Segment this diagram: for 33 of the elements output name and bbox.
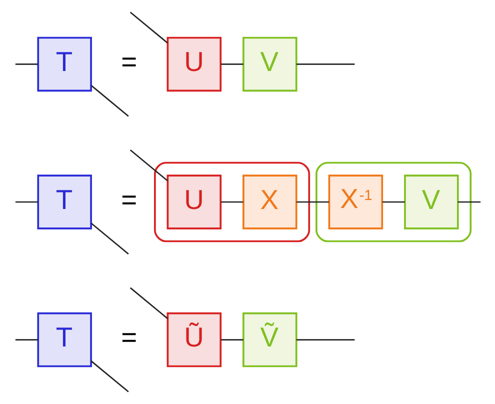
- connector: [90, 84, 128, 117]
- node-box: T: [36, 174, 92, 230]
- connector: [382, 201, 404, 203]
- node-box: Ũ: [166, 312, 222, 368]
- node-box: V: [404, 174, 458, 230]
- connector: [296, 201, 328, 203]
- cluster: [315, 162, 472, 242]
- connector: [296, 339, 354, 340]
- connector: [14, 201, 38, 203]
- cluster: [154, 162, 310, 242]
- connector: [296, 64, 354, 65]
- connector: [220, 64, 243, 65]
- label: =: [120, 184, 137, 215]
- node-box: X$^{-1}$: [328, 174, 383, 230]
- connector: [90, 360, 128, 392]
- node-box: U: [166, 36, 222, 92]
- label: =: [120, 46, 137, 78]
- connector: [457, 201, 480, 203]
- node-box: T: [36, 312, 92, 368]
- node-box: X: [242, 174, 297, 230]
- connector: [220, 339, 243, 340]
- connector: [129, 287, 168, 320]
- label: =: [120, 322, 137, 353]
- connector: [14, 339, 38, 340]
- connector: [129, 150, 168, 182]
- connector: [14, 64, 38, 65]
- connector: [220, 201, 243, 203]
- node-box: T: [36, 36, 92, 92]
- node-box: U: [166, 174, 222, 230]
- connector: [129, 12, 168, 44]
- node-box: V: [242, 36, 297, 92]
- node-box: Ṽ: [242, 312, 297, 368]
- connector: [90, 222, 128, 254]
